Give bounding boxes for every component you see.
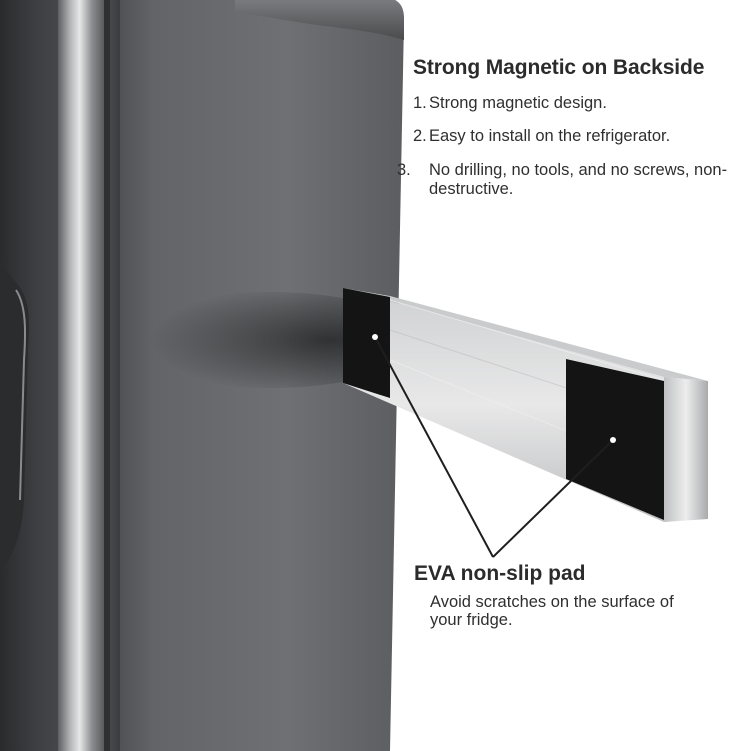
feature-number: 1. <box>413 94 427 112</box>
callout-description: Avoid scratches on the surface of your f… <box>430 593 674 629</box>
feature-text: No drilling, no tools, and no screws, no… <box>429 161 728 198</box>
callout-panel: EVA non-slip pad <box>414 562 734 586</box>
eva-pad-left <box>343 288 390 398</box>
features-panel: Strong Magnetic on Backside <box>413 56 733 80</box>
feature-text: Strong magnetic design. <box>429 94 607 112</box>
feature-item: 2.Easy to install on the refrigerator. <box>413 127 736 146</box>
feature-text: Easy to install on the refrigerator. <box>429 127 671 145</box>
feature-number: 2. <box>413 127 427 145</box>
features-heading: Strong Magnetic on Backside <box>413 56 705 79</box>
feature-number: 3. <box>397 161 411 179</box>
callout-lines <box>372 334 616 558</box>
feature-item: 1.Strong magnetic design. <box>413 94 736 113</box>
magnetic-bar <box>343 288 708 522</box>
callout-dot-right <box>610 437 616 443</box>
callout-title: EVA non-slip pad <box>414 562 586 585</box>
callout-description-wrap: Avoid scratches on the surface of your f… <box>430 593 720 629</box>
feature-item: 3. No drilling, no tools, and no screws, … <box>397 161 736 199</box>
left-handle <box>0 262 29 570</box>
feature-list: 1.Strong magnetic design. 2.Easy to inst… <box>397 94 736 214</box>
door-top-edge <box>235 0 404 40</box>
door-handle <box>58 0 120 751</box>
callout-dot-left <box>372 334 378 340</box>
